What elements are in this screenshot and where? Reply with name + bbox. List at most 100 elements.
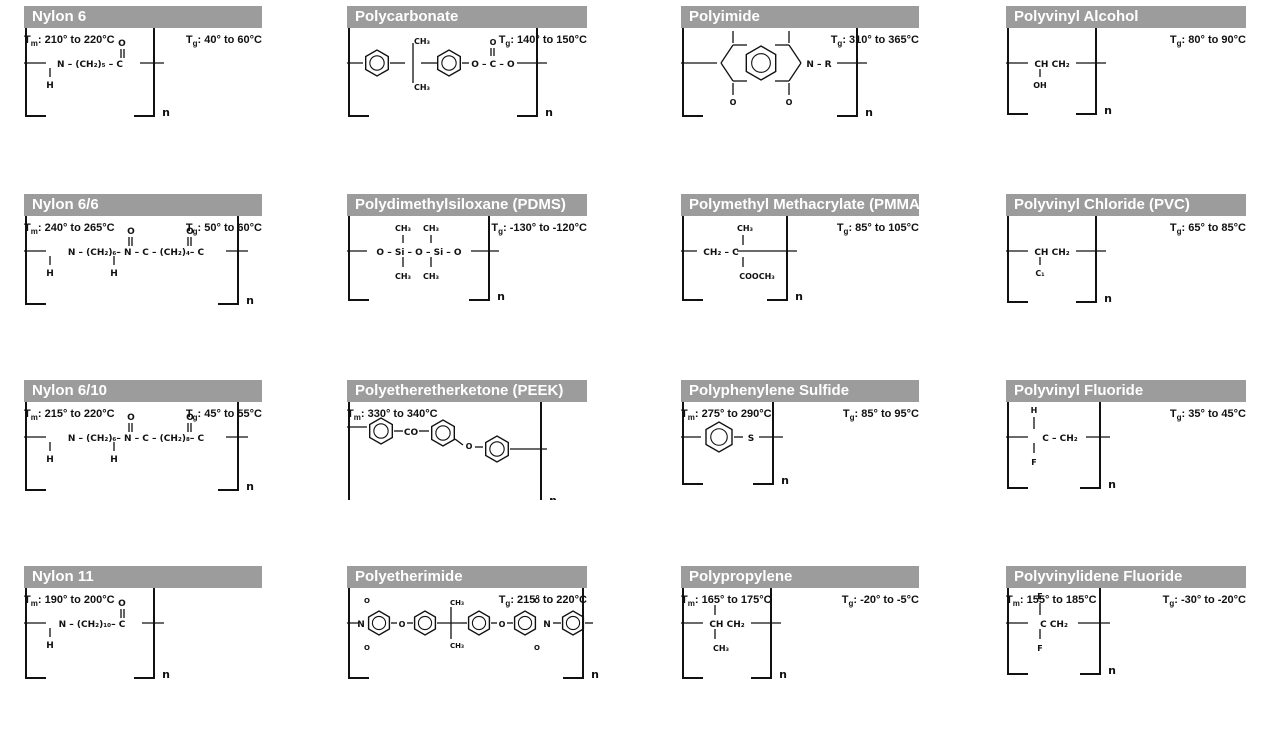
polymer-name-header: Nylon 11 [24, 566, 262, 588]
glass-transition-temperature: Tg: 85° to 95°C [842, 408, 919, 423]
atom-label: O [127, 227, 135, 237]
repeat-unit-n: n [1104, 104, 1112, 117]
polymer-name-header: Polyetheretherketone (PEEK) [347, 380, 587, 402]
atom-label: CH₃ [414, 37, 431, 46]
atom-label: CH₃ [395, 224, 412, 233]
atom-label: H [110, 269, 118, 279]
repeat-unit-n: n [246, 480, 254, 493]
formula-text: CH CH₂ [1034, 60, 1069, 70]
aromatic-circle [441, 55, 457, 71]
repeat-unit-n: n [591, 668, 599, 681]
thermal-properties: Tg: 65° to 85°C [1006, 222, 1246, 238]
bond-line [720, 44, 734, 64]
formula-text: N – R [806, 60, 831, 70]
polymer-name-header: Polyphenylene Sulfide [681, 380, 919, 402]
atom-label: CH₃ [414, 83, 431, 92]
thermal-properties: Tg: 85° to 105°C [681, 222, 919, 238]
formula-text: CH₂ – C [703, 248, 739, 258]
atom-label: O [118, 39, 126, 49]
formula-text: C – CH₂ [1042, 434, 1078, 444]
atom-label: O [466, 442, 473, 451]
atom-label: O [399, 620, 406, 629]
atom-label: H [46, 455, 54, 465]
atom-label: CH₃ [395, 272, 412, 281]
thermal-properties: Tg: 80° to 90°C [1006, 34, 1246, 50]
glass-transition-temperature: Tg: 35° to 45°C [1169, 408, 1246, 423]
repeat-unit-n: n [246, 294, 254, 307]
formula-text: N [357, 620, 365, 630]
bracket-left [682, 573, 703, 679]
thermal-properties: Tg: 35° to 45°C [1006, 408, 1246, 424]
melting-temperature: Tm: 190° to 200°C [24, 594, 115, 609]
atom-label: O [186, 413, 194, 423]
atom-label: O [786, 98, 793, 107]
polymer-name-header: Polymethyl Methacrylate (PMMA) [681, 194, 919, 216]
repeat-unit-n: n [781, 474, 789, 487]
benzene-ring [430, 419, 456, 447]
bond-line [720, 62, 734, 82]
atom-label: CH₃ [450, 642, 464, 650]
benzene-ring [745, 45, 777, 81]
atom-label: CH₃ [423, 272, 440, 281]
atom-label: O [364, 644, 370, 652]
formula-text: CH CH₂ [709, 620, 744, 630]
benzene-ring [513, 610, 537, 636]
bracket-right [751, 573, 772, 679]
atom-label: H [1031, 406, 1038, 415]
polymer-name-header: Polyvinyl Chloride (PVC) [1006, 194, 1246, 216]
aromatic-circle [517, 615, 533, 631]
repeat-unit-n: n [162, 106, 170, 119]
thermal-properties: Tg: 310° to 365°C [681, 34, 919, 50]
formula-text: C CH₂ [1040, 620, 1068, 630]
glass-transition-temperature: Tg: 80° to 90°C [1169, 34, 1246, 49]
atom-label: H [46, 641, 54, 651]
melting-temperature: Tm: 155° to 185°C [1006, 594, 1097, 609]
atom-label: CH₃ [737, 224, 754, 233]
formula-text: O – C – O [471, 60, 515, 70]
polymer-name-header: Polyimide [681, 6, 919, 28]
repeat-unit-n: n [865, 106, 873, 119]
thermal-properties: Tg: -130° to -120°C [347, 222, 587, 238]
formula-text: N – (CH₂)₆– N – C – (CH₂)₄– C [68, 248, 205, 258]
polymer-name-header: Polyvinyl Fluoride [1006, 380, 1246, 402]
formula-text: CH CH₂ [1034, 248, 1069, 258]
melting-temperature: Tm: 215° to 220°C [24, 408, 115, 423]
atom-label: C₁ [1035, 269, 1045, 278]
aromatic-circle [373, 423, 389, 439]
aromatic-circle [435, 425, 451, 441]
aromatic-circle [710, 428, 728, 446]
benzene-ring [705, 421, 733, 453]
aromatic-circle [751, 53, 771, 73]
atom-label: O [490, 38, 497, 47]
formula-text: N – (CH₂)₆– N – C – (CH₂)₈– C [68, 434, 205, 444]
aromatic-circle [471, 615, 487, 631]
benzene-ring [436, 49, 462, 77]
atom-label: O [534, 644, 540, 652]
melting-temperature: Tm: 210° to 220°C [24, 34, 115, 49]
benzene-ring [467, 610, 491, 636]
glass-transition-temperature: Tg: 215° to 220°C [498, 594, 587, 609]
benzene-ring [369, 417, 393, 445]
repeat-unit-n: n [545, 106, 553, 119]
benzene-ring [561, 610, 585, 636]
polymer-name-header: Polyetherimide [347, 566, 587, 588]
melting-temperature: Tm: 240° to 265°C [24, 222, 115, 237]
atom-label: O [534, 597, 540, 605]
glass-transition-temperature: Tg: 140° to 150°C [498, 34, 587, 49]
melting-temperature: Tm: 165° to 175°C [681, 594, 772, 609]
polymer-name-header: Polyvinyl Alcohol [1006, 6, 1246, 28]
thermal-properties: Tg: 215° to 220°C [347, 594, 587, 610]
aromatic-circle [565, 615, 581, 631]
polymer-name-header: Polyvinylidene Fluoride [1006, 566, 1246, 588]
atom-label: O [118, 599, 126, 609]
